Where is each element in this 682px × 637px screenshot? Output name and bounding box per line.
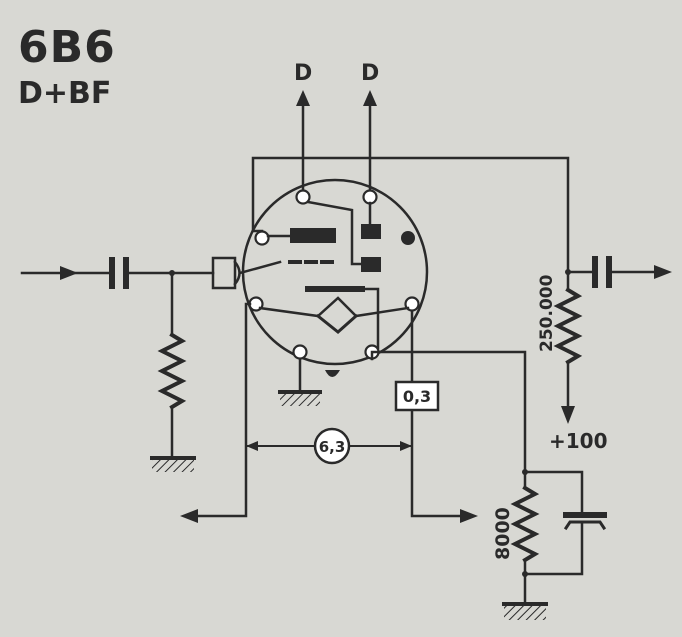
heater-current-box	[394, 380, 440, 412]
heater-current-wire	[410, 408, 462, 518]
grid-leak-resistor	[157, 332, 187, 410]
heater-left-arrow	[180, 509, 198, 523]
supply-arrow	[561, 406, 575, 424]
cathode-wire	[370, 350, 527, 474]
input-signal-arrow	[20, 266, 78, 280]
function-subtitle: D+BF	[18, 76, 112, 111]
diode-left-output-arrow	[296, 90, 310, 106]
cathode-lead	[363, 287, 380, 350]
cathode-resistor-value: 8000	[492, 507, 514, 560]
diode-plate-2	[361, 257, 381, 272]
grid-cap	[211, 256, 237, 290]
heater-left-wire	[194, 302, 252, 518]
diode-lead-left	[306, 200, 363, 266]
heater-right-arrow	[460, 509, 478, 523]
grid-ground-symbol	[150, 456, 196, 472]
shell-ground-symbol	[278, 390, 322, 406]
key-dot	[401, 231, 415, 245]
plate-load-resistor	[553, 287, 583, 365]
pin-diode-right	[362, 189, 378, 205]
cathode-ground-symbol	[502, 602, 548, 620]
bypass-top-wire	[523, 470, 584, 514]
heater-voltage-circle	[313, 427, 351, 465]
heater-current-label: 0,3	[403, 387, 431, 406]
heater-filament	[258, 296, 410, 318]
diode-right-label: D	[361, 61, 379, 86]
diode-right-output-arrow	[363, 90, 377, 106]
pin-plate	[254, 230, 270, 246]
tube-tip	[325, 370, 340, 377]
bypass-bottom-wire	[523, 522, 584, 576]
tube-pins	[248, 189, 420, 360]
supply-voltage-label: +100	[549, 429, 608, 453]
cathode-resistor	[510, 485, 540, 563]
heater-filament-v	[315, 313, 359, 334]
diode-left-label: D	[294, 61, 312, 86]
output-signal-arrow	[654, 265, 672, 279]
cathode-sleeve	[305, 286, 365, 292]
heater-voltage-label: 6,3	[319, 438, 346, 456]
diode-plate-1	[361, 224, 381, 239]
plate-resistor-value: 250.000	[537, 274, 557, 352]
plate-wire	[251, 156, 570, 274]
input-coupling-capacitor	[109, 257, 129, 289]
pin-shell	[292, 344, 308, 360]
bypass-capacitor	[563, 512, 607, 531]
output-coupling-capacitor	[592, 256, 612, 288]
triode-plate	[290, 228, 336, 243]
tube-type-title: 6B6	[18, 22, 116, 73]
grid-lead	[238, 260, 282, 275]
